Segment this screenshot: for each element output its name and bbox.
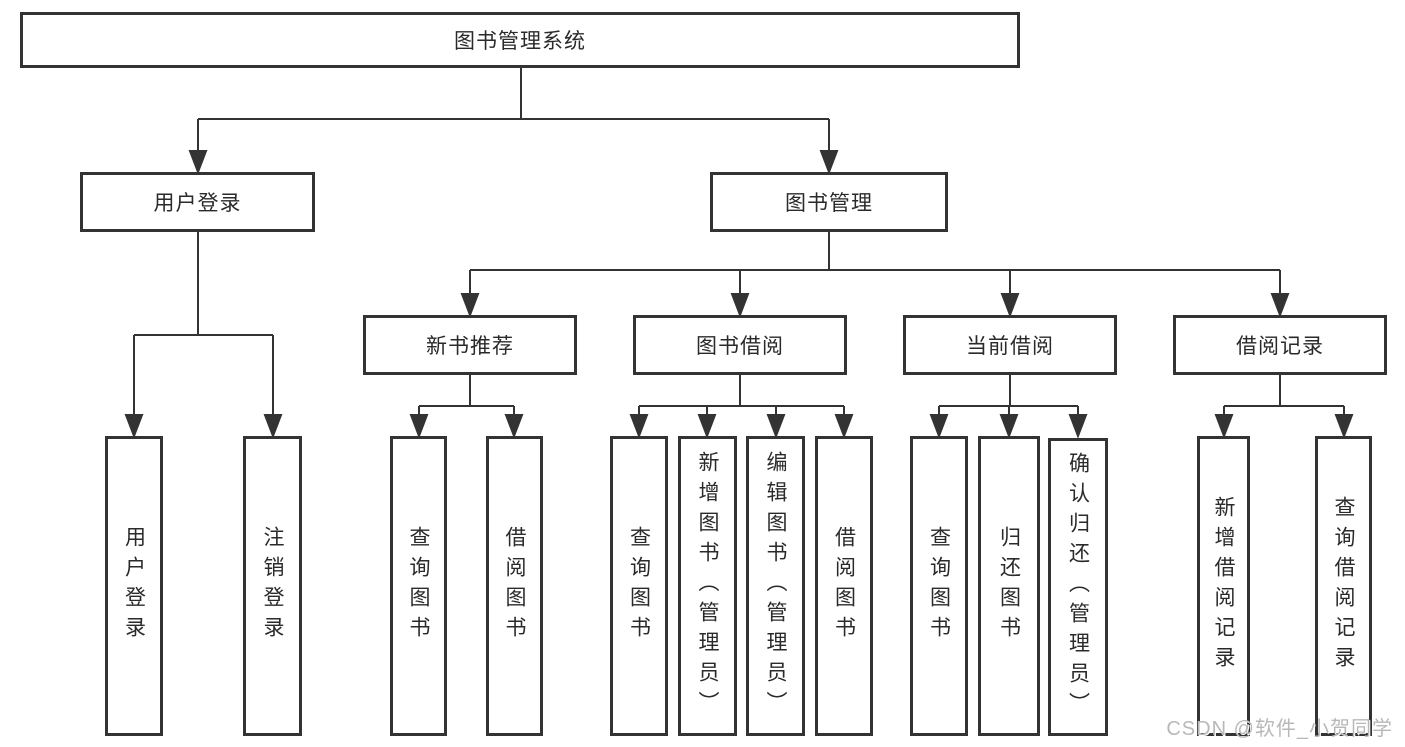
connector-book-borrow-to-leaves (629, 375, 854, 439)
leaf-query-books-borrow-label: 查询图书 (627, 526, 651, 646)
leaf-return-books-label: 归还图书 (997, 526, 1021, 646)
leaf-confirm-return-admin-label: 确认归还（管理员） (1066, 452, 1090, 722)
leaf-borrow-books-recommend-label: 借阅图书 (503, 526, 526, 646)
connector-current-borrow-to-leaves (929, 375, 1088, 439)
leaf-query-borrow-record: 查询借阅记录 (1315, 436, 1372, 736)
node-book-borrow-label: 图书借阅 (696, 335, 784, 358)
leaf-confirm-return-admin: 确认归还（管理员） (1048, 438, 1108, 736)
leaf-query-books-current: 查询图书 (910, 436, 968, 736)
leaf-edit-books-admin-label: 编辑图书（管理员） (764, 451, 787, 721)
leaf-edit-books-admin: 编辑图书（管理员） (746, 436, 805, 736)
leaf-add-borrow-record-label: 新增借阅记录 (1212, 496, 1235, 676)
leaf-borrow-books-label: 借阅图书 (832, 526, 856, 646)
node-borrow-records-label: 借阅记录 (1236, 335, 1324, 358)
leaf-logout-label: 注销登录 (261, 526, 284, 646)
leaf-query-books-current-label: 查询图书 (927, 526, 951, 646)
node-user-login: 用户登录 (80, 172, 315, 232)
csdn-watermark: CSDN @软件_小贺同学 (1166, 718, 1393, 740)
connector-root-to-level2 (188, 68, 839, 175)
connector-borrow-records-to-leaves (1214, 375, 1354, 439)
node-user-login-label: 用户登录 (153, 192, 242, 215)
node-root: 图书管理系统 (20, 12, 1020, 68)
node-root-label: 图书管理系统 (454, 30, 586, 53)
node-borrow-records: 借阅记录 (1173, 315, 1387, 375)
connector-new-book-recommend-to-leaves (409, 375, 524, 439)
leaf-query-books-borrow: 查询图书 (610, 436, 668, 736)
leaf-borrow-books: 借阅图书 (815, 436, 873, 736)
node-book-management-label: 图书管理 (785, 192, 873, 215)
leaf-borrow-books-recommend: 借阅图书 (486, 436, 543, 736)
node-current-borrow: 当前借阅 (903, 315, 1117, 375)
node-book-management: 图书管理 (710, 172, 948, 232)
node-current-borrow-label: 当前借阅 (966, 335, 1054, 358)
connector-book-management-to-level3 (460, 232, 1290, 318)
leaf-add-books-admin: 新增图书（管理员） (678, 436, 737, 736)
leaf-query-books-recommend-label: 查询图书 (407, 526, 430, 646)
leaf-return-books: 归还图书 (978, 436, 1040, 736)
node-book-borrow: 图书借阅 (633, 315, 847, 375)
node-new-book-recommend: 新书推荐 (363, 315, 577, 375)
leaf-add-borrow-record: 新增借阅记录 (1197, 436, 1250, 736)
leaf-query-books-recommend: 查询图书 (390, 436, 447, 736)
node-new-book-recommend-label: 新书推荐 (426, 335, 514, 358)
leaf-logout: 注销登录 (243, 436, 302, 736)
leaf-user-login-label: 用户登录 (122, 526, 146, 646)
leaf-user-login: 用户登录 (105, 436, 163, 736)
leaf-query-borrow-record-label: 查询借阅记录 (1332, 496, 1355, 676)
leaf-add-books-admin-label: 新增图书（管理员） (696, 451, 719, 721)
connector-user-login-to-leaves (124, 232, 283, 439)
